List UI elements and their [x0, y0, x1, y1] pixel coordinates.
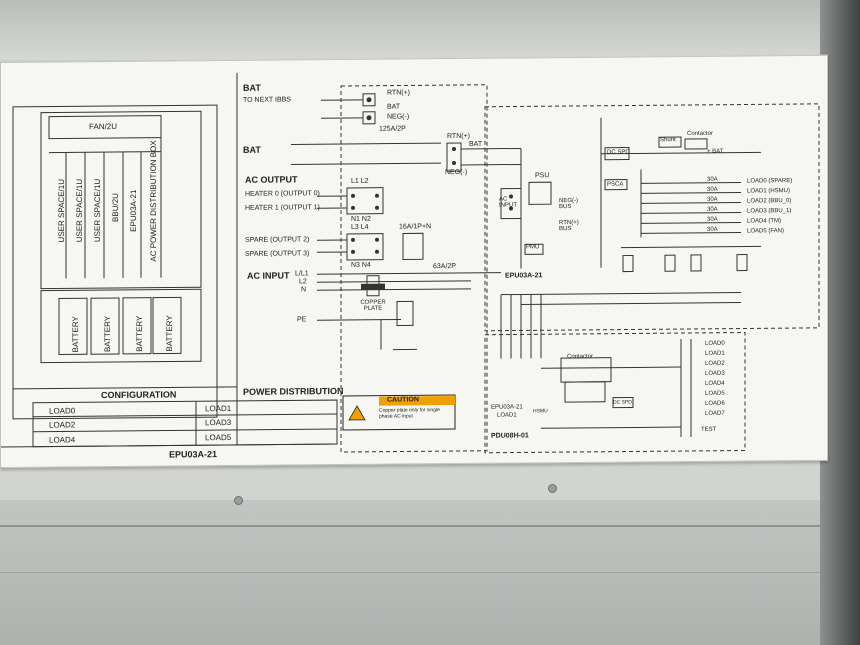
configuration-title: CONFIGURATION	[101, 389, 177, 401]
pdu-load-label: LOAD6	[705, 400, 725, 407]
load-output-label: LOAD3 (BBU_1)	[747, 208, 792, 215]
l2-label: L2	[299, 278, 307, 286]
panel-seam	[0, 572, 860, 573]
bat-title: BAT	[243, 82, 261, 93]
panel-seam	[0, 525, 860, 527]
bbu-label: BBU/2U	[111, 193, 120, 223]
model-label: EPU03A-21	[169, 449, 218, 460]
pdu-load-label: LOAD1	[705, 350, 725, 357]
pdu-epu-label: EPU03A-21	[491, 404, 523, 411]
psu-label: PSU	[535, 172, 550, 180]
breaker-30a: 30A	[707, 216, 718, 223]
bat-label: BAT	[469, 140, 483, 148]
pdu-load-label: LOAD3	[705, 370, 725, 377]
contactor-label: Contactor	[687, 130, 714, 138]
copper-plate-label: COPPER PLATE	[360, 299, 386, 312]
load-cell: LOAD4	[49, 435, 76, 445]
load-output-label: LOAD2 (BBU_0)	[747, 198, 792, 205]
rtn-label: RTN(+)	[387, 89, 411, 97]
n-label: N	[301, 286, 307, 294]
breaker-125-label: 125A/2P	[379, 125, 406, 133]
rtn-label: RTN(+)	[447, 132, 471, 141]
load-cell: LOAD1	[205, 403, 232, 414]
n1n2-label: N1 N2	[351, 215, 371, 223]
epu03a-label: EPU03A-21	[505, 272, 543, 280]
pdu-load-label: LOAD5	[705, 390, 725, 397]
bat-connector-label: BAT	[387, 103, 401, 111]
heater1-label: HEATER 1 (OUTPUT 1)	[245, 204, 320, 212]
load-output-label: LOAD0 (SPARE)	[747, 178, 793, 185]
screw	[548, 484, 557, 493]
dc-spd-label: DC SPD	[607, 149, 630, 156]
load-output-label: LOAD5 (FAN)	[747, 228, 785, 235]
spare3-label: SPARE (OUTPUT 3)	[245, 250, 310, 258]
ac-input-title: AC INPUT	[247, 270, 290, 281]
load-cell: LOAD5	[205, 432, 232, 443]
pdu-load1-label: LOAD1	[497, 412, 517, 419]
pdu-load-label: LOAD7	[705, 410, 725, 417]
caution-text: Copper plate only for single phase AC in…	[379, 407, 440, 420]
caution-title: CAUTION	[387, 396, 419, 404]
rtn-bus-label: RTN(+) BUS	[559, 219, 579, 233]
battery-label: BATTERY	[71, 316, 80, 353]
load-output-label: LOAD4 (TM)	[747, 218, 782, 225]
spare2-label: SPARE (OUTPUT 2)	[245, 236, 310, 244]
user-space-label: USER SPACE/1U	[75, 178, 84, 243]
breaker-30a: 30A	[707, 226, 718, 233]
breaker-30a: 30A	[707, 176, 718, 183]
battery-label: BATTERY	[165, 315, 174, 352]
test-label: TEST	[701, 426, 717, 433]
battery-label: BATTERY	[135, 315, 144, 352]
pmu-label: PMU	[526, 244, 540, 251]
breaker-30a: 30A	[707, 186, 718, 193]
bat-label: BAT	[243, 144, 261, 155]
load-cell: LOAD2	[49, 420, 76, 430]
pdu-model-label: PDU08H-01	[491, 432, 529, 440]
load-cell: LOAD0	[49, 406, 76, 416]
l1l2-label: L1 L2	[351, 177, 369, 185]
breaker-63-label: 63A/2P	[433, 263, 456, 271]
user-space-label: USER SPACE/1U	[93, 178, 102, 243]
battery-label: BATTERY	[103, 315, 112, 353]
breaker-30a: 30A	[707, 196, 718, 203]
load-cell: LOAD3	[205, 417, 232, 428]
ac-box-label: AC POWER DISTRIBUTION BOX	[149, 140, 158, 262]
power-distribution-title: POWER DISTRIBUTION	[243, 386, 344, 397]
wiring-label-sticker: FAN/2U USER SPACE/1U USER SPACE/1U USER …	[0, 54, 828, 468]
pe-label: PE	[297, 316, 307, 324]
breaker-30a: 30A	[707, 206, 718, 213]
psca-label: PSCA	[607, 181, 624, 188]
pdu-load-label: LOAD2	[705, 360, 725, 367]
wiring-diagram	[1, 72, 820, 454]
pdu-load-label: LOAD4	[705, 380, 725, 387]
pdu-hsmu-label: HSMU	[533, 408, 548, 415]
breaker-16-label: 16A/1P+N	[399, 223, 432, 231]
pdu-contactor-label: Contactor	[567, 353, 594, 361]
shunt-label: Shunt	[660, 137, 676, 144]
cabinet-top	[0, 0, 860, 60]
pdu-load-label: LOAD0	[705, 340, 725, 347]
neg-label: NEG(-)	[445, 168, 468, 177]
epu-label: EPU03A-21	[129, 189, 138, 232]
l-l1-label: L/L1	[295, 270, 309, 278]
load-output-label: LOAD1 (HSMU)	[747, 188, 791, 195]
screw	[234, 496, 243, 505]
config-panel	[12, 104, 218, 420]
neg-bus-label: NEG(-) BUS	[559, 197, 578, 211]
bat-plus-label: + BAT	[707, 148, 724, 155]
n3n4-label: N3 N4	[351, 261, 371, 269]
neg-label: NEG(-)	[387, 113, 410, 121]
l3l4-label: L3 L4	[351, 223, 369, 231]
heater0-label: HEATER 0 (OUTPUT 0)	[245, 190, 320, 198]
ac-input-box-label: AC INPUT	[499, 196, 517, 209]
pdu-dc-spd-label: DC SPD	[613, 399, 632, 406]
fan-label: FAN/2U	[89, 121, 118, 132]
to-next-label: TO NEXT IBBS	[243, 96, 291, 104]
ac-output-title: AC OUTPUT	[245, 174, 298, 185]
user-space-label: USER SPACE/1U	[57, 178, 66, 243]
